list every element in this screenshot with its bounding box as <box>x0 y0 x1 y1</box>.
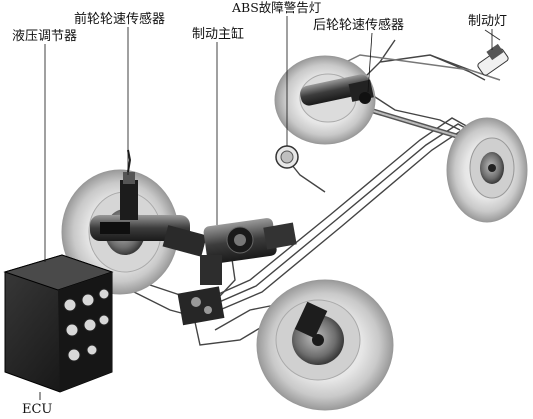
label-ecu: ECU <box>22 402 53 417</box>
brake-light <box>477 29 509 76</box>
label-hydraulic-unit: 液压调节器 <box>12 29 78 44</box>
label-brake-light: 制动灯 <box>468 14 508 29</box>
master-cylinder <box>200 218 297 285</box>
front-wheel-speed-sensor <box>90 149 207 257</box>
label-rear-wheel-speed-sensor: 后轮轮速传感器 <box>313 18 405 33</box>
front-right-wheel <box>256 279 394 411</box>
label-abs-warning-lamp: ABS故障警告灯 <box>232 0 322 15</box>
label-master-cylinder: 制动主缸 <box>192 27 245 42</box>
rear-left-wheel <box>274 55 376 145</box>
abs-warning-lamp <box>275 145 299 169</box>
rear-right-wheel <box>446 117 528 223</box>
label-front-wheel-speed-sensor: 前轮轮速传感器 <box>74 12 166 27</box>
hydraulic-modulator-ecu <box>3 254 114 400</box>
leader-lines <box>44 16 493 262</box>
proportioning-valve <box>177 286 225 326</box>
